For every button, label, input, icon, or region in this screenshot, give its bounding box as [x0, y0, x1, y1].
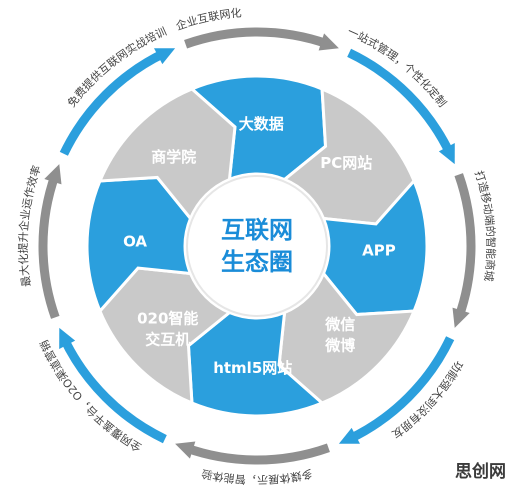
ring-arrow-0 — [318, 33, 339, 51]
ring-arc-6 — [38, 173, 60, 319]
ring-arrow-6 — [44, 164, 62, 185]
ring-arc-2 — [454, 173, 476, 319]
segment-label-5-0: 020智能 — [137, 310, 198, 328]
segment-label-6-0: OA — [123, 233, 147, 251]
segment-label-4-0: html5网站 — [213, 359, 292, 377]
segment-label-2-0: APP — [362, 241, 396, 259]
ring-text-0: 企业互联网化 — [174, 5, 242, 32]
ring-arrow-4 — [175, 441, 196, 459]
segment-label-0-0: 大数据 — [239, 115, 284, 133]
segment-label-3-0: 微信 — [324, 316, 355, 334]
ring-arrow-3 — [338, 427, 360, 444]
ring-arc-0 — [184, 27, 330, 49]
segment-label-3-1: 微博 — [324, 337, 355, 355]
segment-label-1-0: PC网站 — [320, 154, 372, 172]
ring-arrow-7 — [154, 48, 176, 65]
ring-arrow-2 — [452, 307, 470, 328]
outer-ring — [38, 27, 476, 465]
center-circle — [186, 175, 328, 317]
ring-arc-3 — [347, 336, 455, 444]
segment-label-7-0: 商学院 — [151, 148, 196, 166]
center-hub: 互联网 生态圈 — [186, 175, 328, 317]
ring-text-7: 免费提供互联网实战培训 — [64, 25, 168, 110]
ring-arrow-1 — [438, 143, 455, 165]
ring-text-4: 多媒体展示，智能体验 — [200, 467, 314, 487]
ring-arc-4 — [184, 443, 330, 465]
ring-arc-7 — [59, 48, 167, 156]
ring-arc-1 — [347, 48, 455, 156]
center-title-line2: 生态圈 — [221, 248, 293, 276]
ring-text-2: 打造移动端的智能商城 — [472, 169, 498, 282]
ring-arrow-5 — [59, 327, 76, 349]
segment-label-5-1: 交互机 — [145, 331, 190, 349]
center-title-line1: 互联网 — [221, 216, 293, 244]
ring-arc-5 — [59, 336, 167, 444]
watermark-logo: 思创网 — [455, 462, 506, 482]
ring-text-1: 一站式管理，个性化定制 — [345, 25, 448, 110]
segment-7 — [97, 87, 237, 222]
